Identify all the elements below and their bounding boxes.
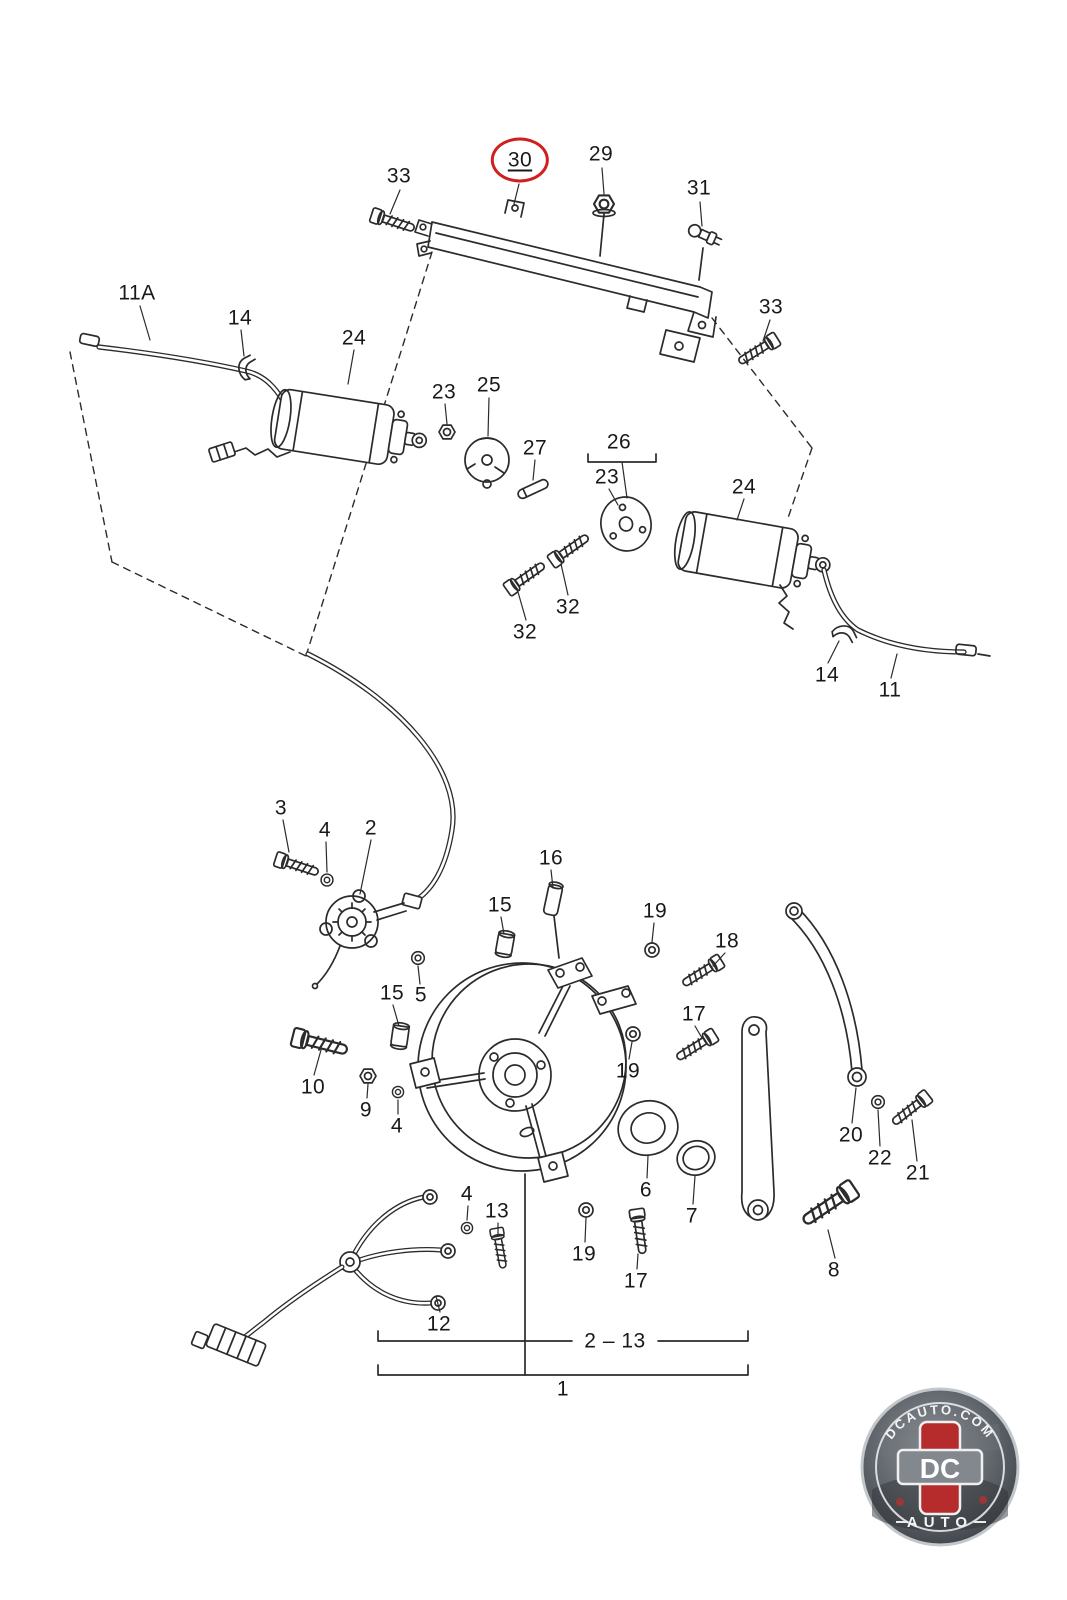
nut-9 bbox=[359, 1068, 377, 1084]
screw-33-top-left bbox=[368, 206, 418, 237]
ring-6 bbox=[617, 1099, 679, 1157]
watermark-taillight-left bbox=[896, 1498, 904, 1506]
watermark-bottom-text: AUTO bbox=[907, 1514, 973, 1531]
bowden-cable-11 bbox=[821, 567, 991, 657]
screw-17-upper bbox=[672, 1026, 721, 1066]
motor-24-left bbox=[266, 386, 432, 472]
washer-5 bbox=[410, 950, 426, 966]
mounting-bracket-30 bbox=[414, 199, 717, 363]
motor-wires-right bbox=[778, 584, 794, 630]
watermark-center-text: DC bbox=[920, 1453, 960, 1484]
pin-27 bbox=[517, 478, 549, 500]
watermark-band bbox=[896, 1448, 984, 1486]
mounting-fork-12 bbox=[190, 1189, 456, 1367]
washer-19-upper bbox=[644, 942, 660, 958]
crank-arm bbox=[740, 1016, 775, 1221]
nut-29 bbox=[592, 194, 616, 218]
harness-connector bbox=[190, 1323, 267, 1367]
nut-23-left bbox=[438, 424, 456, 440]
washer-19-mid bbox=[625, 1026, 641, 1042]
fitting-31 bbox=[687, 223, 723, 246]
construction-dashed-lines bbox=[69, 251, 813, 657]
bracket-26-group-line bbox=[587, 453, 657, 463]
drive-unit-2 bbox=[311, 889, 407, 990]
screw-8 bbox=[797, 1178, 862, 1231]
screw-3 bbox=[272, 850, 322, 881]
washer-22 bbox=[870, 1094, 886, 1110]
screw-17-lower bbox=[628, 1207, 651, 1256]
motor-wires-left bbox=[208, 441, 291, 463]
screw-32-lower bbox=[501, 557, 549, 598]
washer-4-mid bbox=[391, 1085, 405, 1099]
screw-13 bbox=[488, 1226, 511, 1270]
motor-24-right bbox=[670, 508, 836, 597]
watermark-inner-ring bbox=[875, 1402, 1005, 1532]
washer-19-lower bbox=[578, 1202, 594, 1218]
bushing-15-lower bbox=[389, 1020, 411, 1052]
leader-lines bbox=[139, 167, 918, 1313]
flange-26 bbox=[600, 496, 652, 552]
reference-brackets bbox=[377, 1173, 749, 1376]
guide-disc-25 bbox=[464, 437, 510, 489]
pin-16 bbox=[542, 881, 564, 917]
washer-4-lower bbox=[460, 1221, 474, 1235]
ring-7 bbox=[676, 1139, 716, 1177]
watermark-logo: DCAUTO.COM DC AUTO bbox=[860, 1387, 1020, 1547]
screw-21 bbox=[888, 1088, 935, 1130]
washer-4-upper bbox=[320, 873, 334, 887]
bushing-15-upper bbox=[493, 928, 517, 960]
screw-33-right bbox=[734, 330, 783, 370]
headlamp-bowl bbox=[409, 915, 637, 1183]
bowden-cable-middle bbox=[305, 651, 456, 910]
screw-32-upper bbox=[545, 529, 593, 570]
bowden-cable-11a bbox=[78, 332, 287, 405]
watermark-taillight-right bbox=[979, 1496, 987, 1504]
lever-20 bbox=[785, 902, 867, 1087]
